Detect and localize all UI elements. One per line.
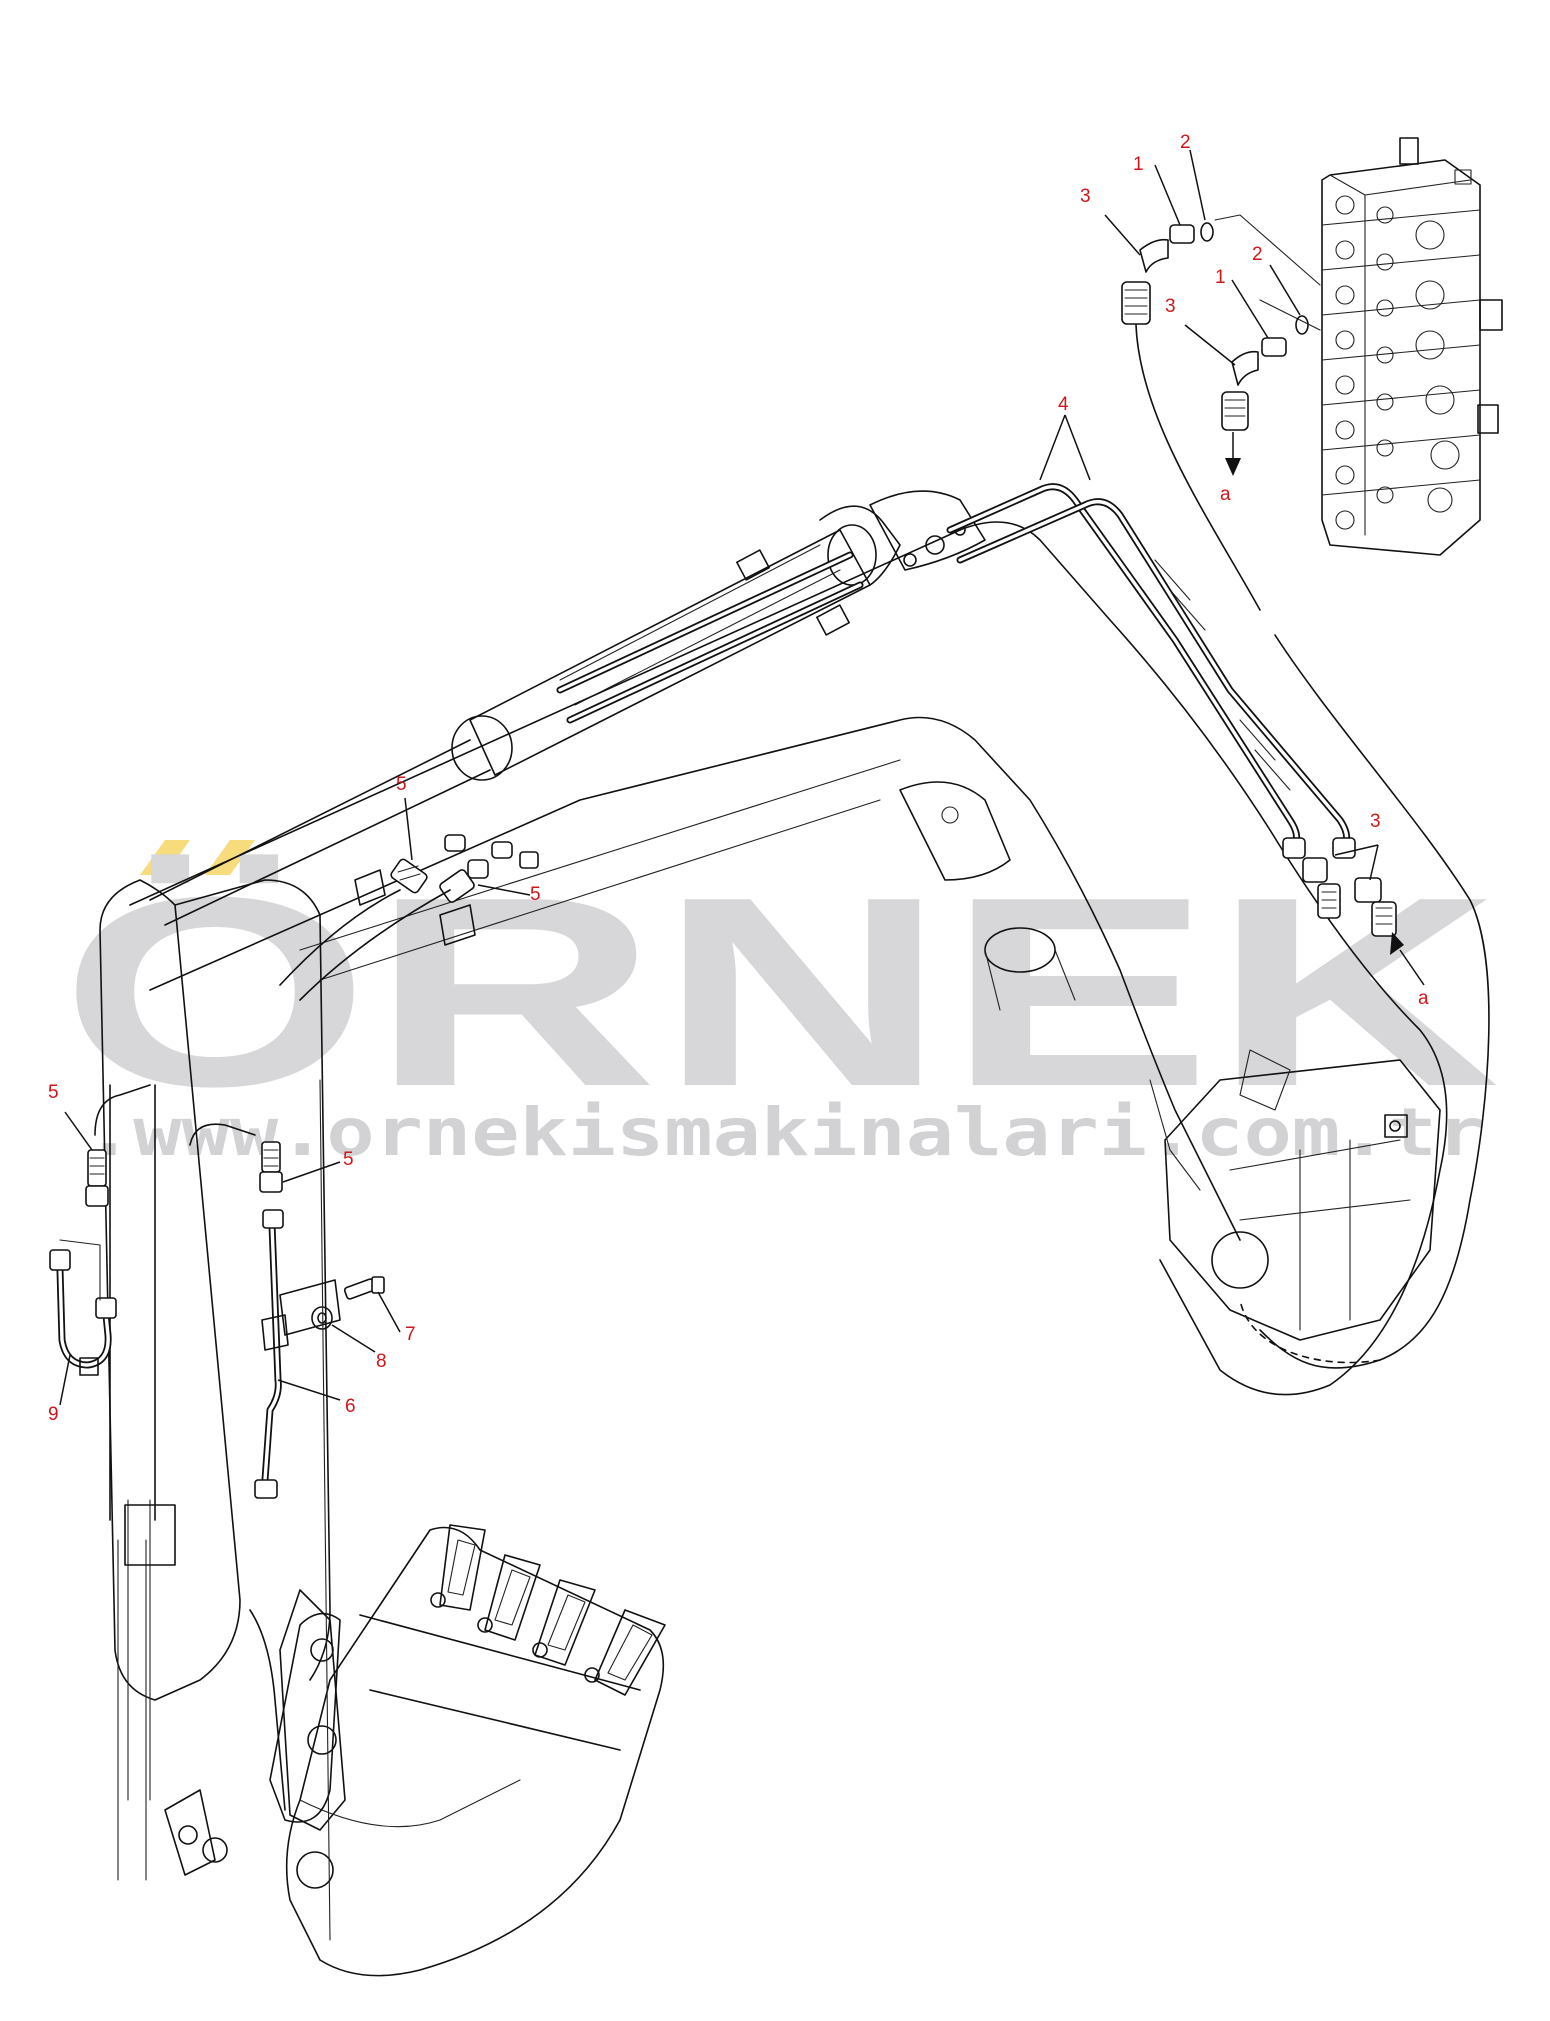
- hose-pair-4: [556, 483, 1351, 849]
- callout-6: 6: [345, 1396, 356, 1417]
- fitting-group-upper: [1121, 222, 1214, 325]
- callout-2-lower: 2: [1252, 244, 1263, 265]
- callout-5-arm-right: 5: [343, 1149, 354, 1170]
- control-valve: [1214, 137, 1503, 556]
- adapter-fitting: [1261, 337, 1287, 357]
- boom-cylinder: [149, 505, 901, 926]
- hose-end-fitting: [1121, 281, 1151, 325]
- pipe-9: [49, 1239, 117, 1376]
- leader-lines: [59, 149, 1379, 1406]
- washer-8: [311, 1306, 333, 1330]
- callout-5-boom-lower: 5: [530, 884, 541, 905]
- arm: [99, 879, 346, 1831]
- callout-7: 7: [405, 1324, 416, 1345]
- bolt-7: [343, 1276, 385, 1300]
- callout-labels: 1 2 3 1 2 3 a 4 3 a 5 5 5 5 7 8 6 9: [48, 132, 1429, 1425]
- callout-3-boom: 3: [1370, 811, 1381, 832]
- adapter-fitting: [1169, 224, 1195, 244]
- arm-cylinder-left: [109, 1084, 156, 1881]
- arm-hoses: [85, 1084, 283, 1207]
- callout-8: 8: [376, 1351, 387, 1372]
- callout-2-upper: 2: [1180, 132, 1191, 153]
- fittings-boom-left: [279, 834, 539, 1001]
- bucket-linkage: [164, 1612, 341, 1889]
- fitting-group-lower: [1221, 315, 1309, 431]
- arrow-up-a: [1390, 932, 1425, 986]
- o-ring: [1295, 315, 1309, 335]
- callout-3-lower: 3: [1165, 296, 1176, 317]
- boom: [129, 490, 1448, 1396]
- callout-5-boom-upper: 5: [396, 774, 407, 795]
- arrow-down-a: [1225, 432, 1241, 476]
- bucket: [285, 1524, 666, 1977]
- callout-3-upper: 3: [1080, 186, 1091, 207]
- watermark: ÖRNEK .www.ornekismakinalari.com.tr: [60, 840, 1500, 1171]
- long-hose: [1135, 324, 1490, 1369]
- watermark-url: .www.ornekismakinalari.com.tr: [85, 1094, 1485, 1171]
- callout-4: 4: [1058, 394, 1069, 415]
- watermark-brand: ÖRNEK: [60, 842, 1500, 1143]
- callout-1-lower: 1: [1215, 267, 1226, 288]
- callout-1-upper: 1: [1133, 154, 1144, 175]
- callout-a-top: a: [1220, 484, 1231, 505]
- callout-9: 9: [48, 1404, 59, 1425]
- fittings-boom-right: [1282, 837, 1397, 937]
- callout-5-arm-left: 5: [48, 1082, 59, 1103]
- o-ring: [1200, 222, 1214, 242]
- watermark-accent-left: [140, 840, 190, 875]
- callout-a-boom: a: [1418, 988, 1429, 1009]
- hose-end-fitting: [1221, 391, 1249, 431]
